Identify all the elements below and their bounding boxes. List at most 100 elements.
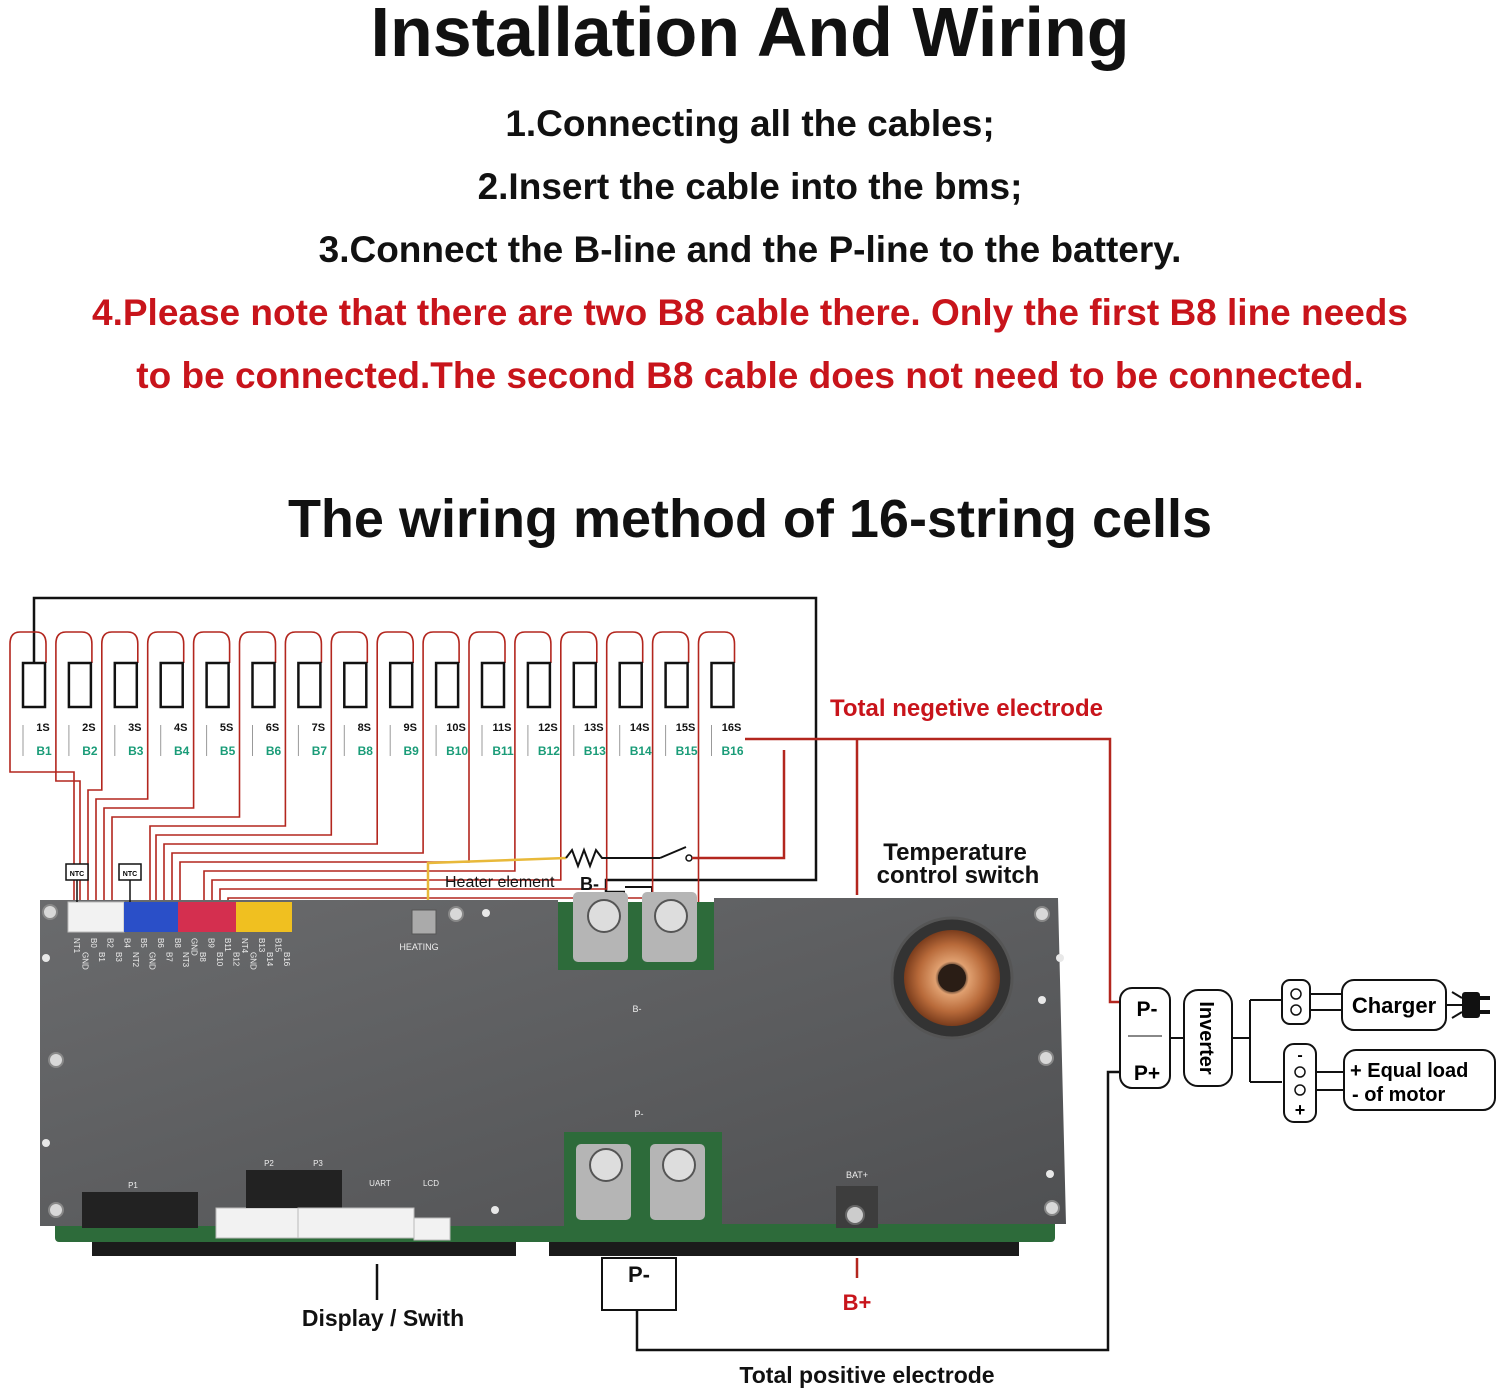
pin-label: B1 <box>97 952 106 962</box>
balance-wire-run <box>171 644 424 902</box>
balance-wire <box>514 631 552 663</box>
balance-wire <box>376 631 414 663</box>
balance-wire-run <box>111 644 241 902</box>
cell-label: 12S <box>538 722 558 734</box>
balance-wire <box>560 631 598 663</box>
total-positive-label: Total positive electrode <box>739 1362 994 1388</box>
balance-label: B15 <box>676 744 698 758</box>
balance-label: B8 <box>358 744 374 758</box>
pin-label: GND <box>190 938 199 956</box>
pin-label: B5 <box>139 938 148 948</box>
balance-wire-run <box>87 644 103 902</box>
balance-wire-run <box>163 644 379 902</box>
load-port: - + <box>1283 1043 1496 1123</box>
step-1: 1.Connecting all the cables; <box>505 103 995 144</box>
p-plus-terminal-label: P+ <box>1134 1062 1160 1085</box>
balance-wire-run <box>179 644 470 902</box>
balance-wire <box>697 631 736 663</box>
balance-label: B11 <box>492 744 514 758</box>
diagram-subtitle: The wiring method of 16-string cells <box>287 489 1213 549</box>
pin-label: GND <box>148 952 157 970</box>
board-lcd-label: LCD <box>423 1179 439 1188</box>
cell-12s: 12S B12 <box>526 661 560 758</box>
inverter-label: Inverter <box>1195 1001 1217 1075</box>
board-bat-plus-label: BAT+ <box>846 1170 868 1180</box>
balance-label: B16 <box>721 744 743 758</box>
p-minus-bottom-label: P- <box>628 1262 650 1287</box>
balance-label: B1 <box>36 744 52 758</box>
pin-label: B11 <box>223 938 232 952</box>
cell-label: 15S <box>676 722 696 734</box>
balance-wire-run <box>55 644 81 902</box>
b-minus-wire-label: B- <box>580 874 599 894</box>
cell-label: 7S <box>312 722 325 734</box>
display-switch-label: Display / Swith <box>302 1305 464 1331</box>
pin-label: B10 <box>215 952 224 967</box>
pin-label: B0 <box>89 938 98 948</box>
bms-board <box>40 892 1066 1256</box>
charger-port <box>1281 979 1462 1031</box>
heater-circuit <box>426 750 786 900</box>
temp-switch-label-1: Temperature <box>883 839 1027 866</box>
pin-label: B8 <box>198 952 207 962</box>
step-2: 2.Insert the cable into the bms; <box>477 166 1023 207</box>
cell-label: 6S <box>266 722 279 734</box>
balance-wire <box>9 631 47 663</box>
balance-wire <box>422 631 460 663</box>
equal-load-label-2: - of motor <box>1352 1084 1446 1106</box>
equal-load-label-1: + Equal load <box>1350 1060 1468 1082</box>
svg-text:-: - <box>1297 1047 1302 1064</box>
pin-label: B6 <box>156 938 165 948</box>
cell-5s: 5S B5 <box>205 661 236 758</box>
cell-label: 16S <box>722 722 742 734</box>
balance-wire-run <box>219 644 608 902</box>
balance-label: B7 <box>312 744 328 758</box>
balance-wire-run <box>211 644 562 902</box>
step-4-line-2: to be connected.The second B8 cable does… <box>136 355 1364 396</box>
balance-label: B9 <box>404 744 420 758</box>
b-plus-label: B+ <box>843 1290 872 1315</box>
pin-label: B14 <box>265 952 274 967</box>
board-heating-label: HEATING <box>399 942 438 952</box>
balance-wire <box>330 631 369 663</box>
balance-label: B4 <box>174 744 190 758</box>
board-b-minus-label: B- <box>633 1004 642 1014</box>
cell-label: 1S <box>36 722 49 734</box>
balance-wire <box>468 631 506 663</box>
balance-label: B13 <box>584 744 606 758</box>
pin-label: B9 <box>206 938 215 948</box>
board-uart-label: UART <box>369 1179 391 1188</box>
balance-wire <box>101 631 139 663</box>
balance-label: B10 <box>446 744 468 758</box>
cell-6s: 6S B6 <box>251 661 282 758</box>
balance-label: B5 <box>220 744 236 758</box>
pin-label: GND <box>80 952 89 970</box>
cell-1s: 1S B1 <box>21 661 52 758</box>
charger-label: Charger <box>1352 993 1437 1018</box>
balance-wire-run <box>103 644 195 902</box>
balance-wire <box>651 631 690 663</box>
step-4-line-1: 4.Please note that there are two B8 cabl… <box>92 292 1408 333</box>
pin-label: NT2 <box>131 952 140 968</box>
balance-wire <box>55 631 93 663</box>
pin-label: NT4 <box>240 938 249 954</box>
board-p1-label: P1 <box>128 1181 138 1190</box>
balance-label: B3 <box>128 744 144 758</box>
balance-label: B6 <box>266 744 282 758</box>
pin-label: B8 <box>173 938 182 948</box>
balance-wire-run <box>9 644 75 902</box>
board-p3-label: P3 <box>313 1159 323 1168</box>
pin-label: GND <box>248 952 257 970</box>
svg-text:NTC: NTC <box>123 871 137 878</box>
switch-contact-icon <box>685 854 693 862</box>
balance-label: B12 <box>538 744 560 758</box>
cell-label: 5S <box>220 722 233 734</box>
